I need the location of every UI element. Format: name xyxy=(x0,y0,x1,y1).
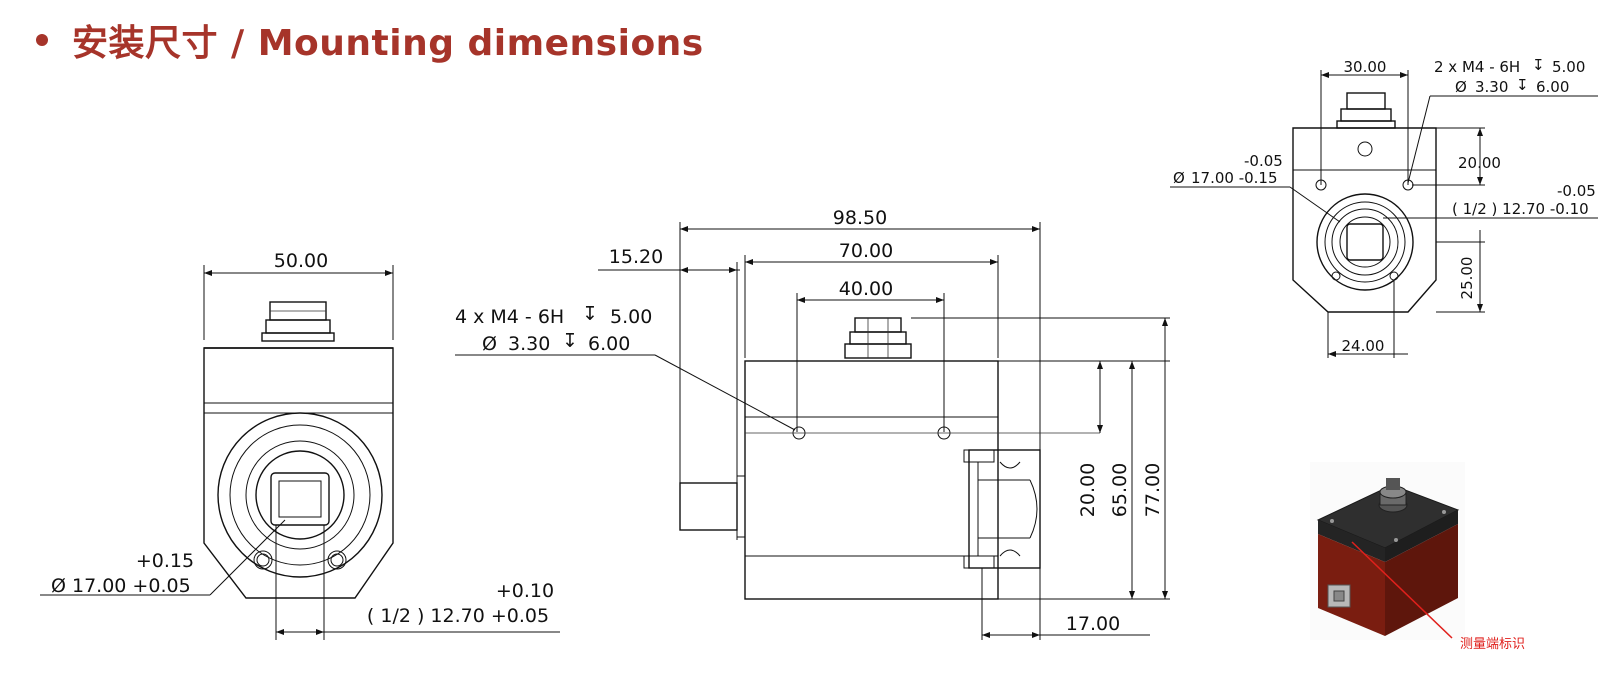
page-title: 安装尺寸 / Mounting dimensions xyxy=(36,14,704,66)
left-front-view: 50.00 +0.15 Ø 17.00 +0.05 xyxy=(40,250,560,640)
side-dia-symbol: Ø xyxy=(482,333,497,355)
side-depth-symbol-2: ↧ xyxy=(562,330,578,352)
side-height-20: 20.00 xyxy=(1077,463,1099,517)
side-overall-length: 98.50 xyxy=(833,207,887,229)
left-width-dim: 50.00 xyxy=(274,250,328,272)
end-width-30: 30.00 xyxy=(1344,58,1387,76)
left-square-tol: +0.10 xyxy=(496,580,554,602)
side-height-77: 77.00 xyxy=(1142,463,1164,517)
end-square-tol-top: -0.05 xyxy=(1557,182,1596,200)
product-photo: 测量端标识 xyxy=(1310,462,1525,652)
side-hole-callout-1-depth: 5.00 xyxy=(610,306,652,328)
side-hole-callout-2-depth: 6.00 xyxy=(588,333,630,355)
side-offset: 15.20 xyxy=(609,246,663,268)
end-width-24: 24.00 xyxy=(1342,337,1385,355)
end-height-25: 25.00 xyxy=(1458,257,1476,300)
side-body-length: 70.00 xyxy=(839,240,893,262)
end-square-label: ( 1/2 ) 12.70 -0.10 xyxy=(1452,200,1589,218)
side-height-65: 65.00 xyxy=(1109,463,1131,517)
end-depth-symbol-1: ↧ xyxy=(1532,56,1545,74)
photo-body xyxy=(1318,534,1385,636)
end-dia-symbol: Ø xyxy=(1455,78,1467,96)
end-hole-callout-1-depth: 5.00 xyxy=(1552,58,1585,76)
end-dia-symbol-2: Ø xyxy=(1173,169,1185,187)
side-view: 98.50 70.00 15.20 40.00 4 x M4 - 6H ↧ 5.… xyxy=(455,207,1170,640)
end-hole-callout-2: 3.30 xyxy=(1475,78,1508,96)
end-hole-callout-1: 2 x M4 - 6H xyxy=(1434,58,1520,76)
end-view: 30.00 2 x M4 - 6H ↧ 5.00 Ø 3.30 ↧ 6.00 xyxy=(1170,56,1598,358)
photo-callout-label: 测量端标识 xyxy=(1460,637,1525,652)
end-hole-callout-2-depth: 6.00 xyxy=(1536,78,1569,96)
left-dia-tol-plus: +0.15 xyxy=(136,550,194,572)
left-dia-label: 17.00 +0.05 xyxy=(72,575,191,597)
left-dia-symbol: Ø xyxy=(51,575,66,597)
end-height-20: 20.00 xyxy=(1458,154,1501,172)
page-title-text: 安装尺寸 / Mounting dimensions xyxy=(72,23,704,64)
bullet-dot xyxy=(36,34,48,46)
side-depth-symbol-1: ↧ xyxy=(582,303,598,325)
end-dia-tol-top: -0.05 xyxy=(1244,152,1283,170)
end-depth-symbol-2: ↧ xyxy=(1516,76,1529,94)
left-square-label: ( 1/2 ) 12.70 +0.05 xyxy=(367,605,549,627)
side-hole-spacing: 40.00 xyxy=(839,278,893,300)
end-dia-label: 17.00 -0.15 xyxy=(1191,169,1278,187)
side-shaft-length: 17.00 xyxy=(1066,613,1120,635)
side-hole-callout-2: 3.30 xyxy=(508,333,550,355)
side-hole-callout-1: 4 x M4 - 6H xyxy=(455,306,564,328)
